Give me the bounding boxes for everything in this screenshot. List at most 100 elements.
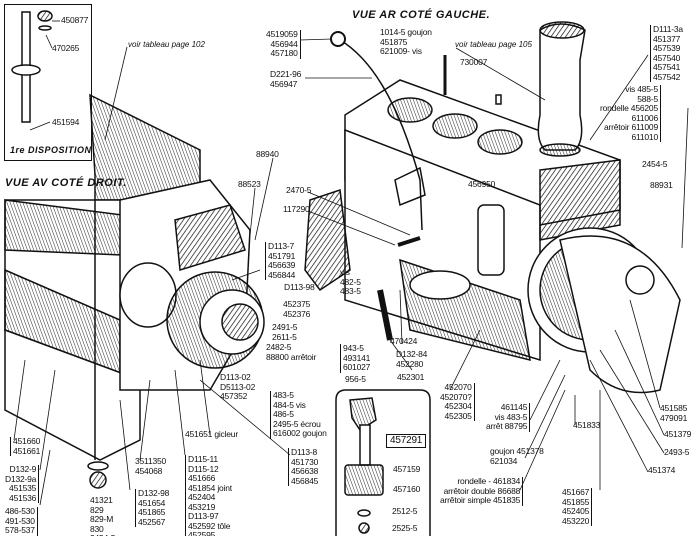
part-number-label: 4519059	[266, 29, 298, 39]
part-number-label: D111-3a	[653, 24, 683, 34]
part-number-label: 456845	[291, 475, 319, 486]
callout-88523: 88523	[238, 179, 261, 190]
part-number-label: 461145	[500, 402, 528, 412]
part-number-label: D132-84	[396, 349, 428, 359]
part-number-label: 2470-5	[286, 185, 312, 195]
front-view-title: VUE AV COTÉ DROIT.	[5, 177, 127, 189]
part-number-label: vis	[340, 267, 350, 277]
callout-451833: 451833	[573, 420, 601, 431]
part-number-label: 451833	[573, 420, 601, 430]
part-number-label: 88931	[650, 180, 673, 190]
part-number-label: D115-12	[188, 463, 219, 474]
part-number-label: 621034	[490, 455, 518, 466]
part-number-label: 453220	[562, 515, 590, 526]
part-number-label: 457542	[653, 71, 681, 82]
part-number-label: 451585	[660, 403, 688, 413]
part-number-label: 457352	[220, 391, 248, 401]
part-number-label: 2454-5	[90, 533, 115, 536]
part-number-label: 451654	[138, 497, 166, 508]
part-number-label: 451379	[664, 429, 692, 439]
part-number-label: 2482-5	[266, 342, 292, 352]
part-number-label: D221-96	[270, 69, 302, 79]
callout-117290: 117290	[283, 204, 310, 215]
callout-457160: 457160	[393, 484, 420, 495]
part-number-label: 451651 gicleur	[185, 429, 238, 439]
part-number-label: 3511350	[135, 456, 167, 466]
callout-2525: 2525-5	[392, 523, 417, 534]
part-number-label: 2454-5	[642, 159, 668, 169]
part-number-label: 454068	[135, 465, 163, 476]
part-number-label: 41321	[90, 495, 113, 505]
part-number-label: 451661	[13, 445, 41, 456]
part-number-label: 829	[90, 504, 104, 515]
part-number-label: D132-9	[9, 464, 37, 474]
part-number-label: 611010	[631, 131, 658, 142]
part-number-label: 451374	[648, 465, 676, 475]
part-number-label: 451875	[380, 36, 408, 47]
part-number-label: 730007	[460, 57, 488, 67]
part-number-label: 451594	[52, 117, 80, 127]
part-number-label: 451660	[13, 436, 41, 446]
part-number-label: 456639	[268, 260, 296, 270]
callout-88940: 88940	[256, 149, 279, 160]
part-number-label: 452301	[397, 372, 425, 382]
oil-pump-inset	[335, 389, 431, 536]
part-number-label: 452567	[138, 516, 166, 527]
part-number-label: 2491-5	[272, 322, 298, 332]
first-version-inset	[4, 4, 92, 161]
part-number-label: 456947	[270, 78, 298, 89]
part-number-label: 452304	[444, 401, 472, 411]
part-number-label: 451855	[562, 496, 590, 507]
part-number-label: 451667	[562, 487, 590, 497]
part-number-label: 484-5 vis	[273, 399, 306, 410]
part-number-label: D113-8	[291, 447, 318, 457]
part-number-label: 457180	[270, 48, 298, 58]
callout-451379: 451379	[664, 429, 692, 440]
part-number-label: 829-M	[90, 514, 114, 524]
part-number-label: 452375	[283, 299, 311, 309]
part-number-label: vis 485-5	[625, 84, 658, 94]
part-number-label: arrêtoir 611009	[603, 122, 658, 132]
part-number-label: rondelle 456205	[600, 103, 658, 113]
cylinder-liner-drawing	[537, 21, 586, 157]
part-number-label: 451666	[188, 473, 216, 483]
part-number-label: 457540	[653, 52, 681, 63]
part-number-label: D115-11	[188, 454, 218, 464]
part-number-label: 452070?	[440, 391, 472, 402]
part-number-label: arrêt 88795	[486, 421, 528, 431]
part-number-label: D132-98	[138, 488, 170, 498]
part-number-label: 456950	[468, 179, 496, 189]
part-number-label: 451730	[291, 456, 319, 467]
callout-88931: 88931	[650, 180, 673, 191]
part-number-label: 588-5	[637, 93, 658, 104]
part-number-label: 943-5	[343, 343, 364, 353]
part-number-label: 451791	[268, 250, 296, 261]
part-number-label: 1014-5 goujon	[380, 27, 432, 37]
part-number-label: arrêtoir double 86688	[443, 485, 521, 496]
callout-2493: 2493-5	[664, 447, 689, 458]
callout-2454a: 2454-5	[642, 159, 668, 170]
front-engine-block	[4, 93, 265, 461]
part-number-label: 452280	[396, 358, 424, 369]
part-number-label: 88523	[238, 179, 261, 189]
part-number-label: 453219	[188, 501, 216, 512]
